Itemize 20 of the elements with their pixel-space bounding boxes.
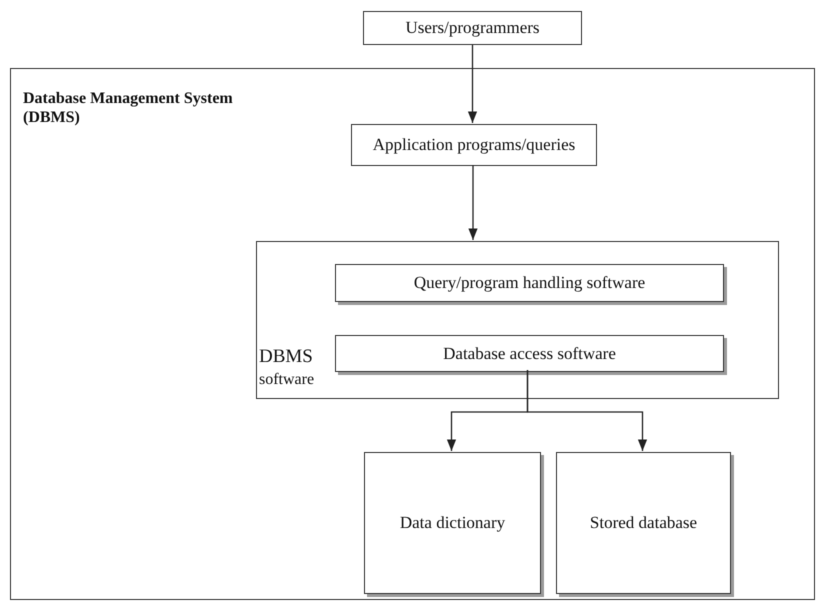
group-box bbox=[256, 241, 779, 399]
process-box bbox=[363, 11, 582, 45]
box-label: Query/program handling software bbox=[414, 273, 646, 293]
process-box bbox=[335, 335, 724, 372]
system-title: Database Management System (DBMS) bbox=[23, 89, 233, 128]
process-box bbox=[364, 452, 541, 594]
box-label: Users/programmers bbox=[405, 18, 540, 38]
process-box bbox=[335, 264, 724, 302]
group-label: DBMS bbox=[259, 346, 313, 369]
box-label: Application programs/queries bbox=[372, 135, 576, 155]
process-box bbox=[351, 124, 597, 166]
arrow bbox=[526, 370, 648, 451]
group-label: software bbox=[259, 370, 314, 390]
system-boundary bbox=[10, 68, 815, 600]
box-label: Stored database bbox=[590, 513, 698, 533]
box-label: Database access software bbox=[443, 344, 616, 364]
arrow bbox=[468, 165, 478, 240]
process-box bbox=[556, 452, 731, 594]
arrow bbox=[468, 45, 478, 123]
box-label: Data dictionary bbox=[400, 513, 506, 533]
